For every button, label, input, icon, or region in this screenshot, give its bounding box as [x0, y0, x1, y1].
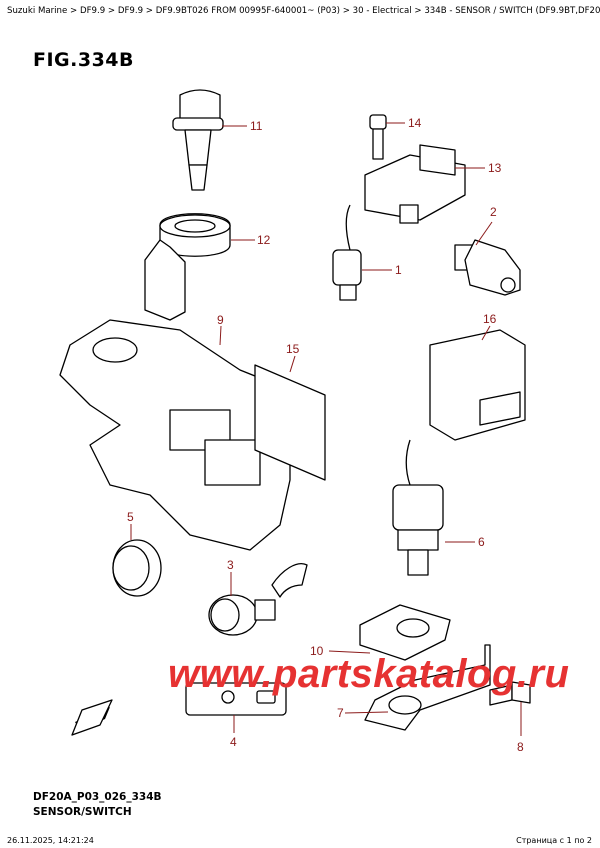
figure-title: FIG.334B — [33, 49, 135, 71]
part-14-bolt[interactable] — [369, 114, 387, 160]
print-date: 26.11.2025, 14:21:24 — [7, 836, 94, 845]
part-9-bracket[interactable] — [59, 319, 291, 551]
part-2-sensor[interactable] — [454, 239, 521, 296]
watermark: www.partskatalog.ru — [168, 652, 570, 696]
callout-12[interactable]: 12 — [257, 233, 271, 247]
callout-4[interactable]: 4 — [230, 735, 237, 749]
callout-16[interactable]: 16 — [483, 312, 497, 326]
part-7-bracket[interactable] — [364, 644, 491, 731]
part-6-switch[interactable] — [392, 439, 444, 576]
part-15-pad[interactable] — [254, 364, 326, 481]
callout-7[interactable]: 7 — [337, 706, 344, 720]
breadcrumb[interactable]: Suzuki Marine > DF9.9 > DF9.9 > DF9.9BT0… — [7, 6, 600, 16]
callout-leaders — [130, 122, 522, 736]
callout-1[interactable]: 1 — [395, 263, 402, 277]
part-3-buzzer[interactable] — [208, 563, 308, 636]
callout-15[interactable]: 15 — [286, 342, 300, 356]
callout-5[interactable]: 5 — [127, 510, 134, 524]
part-4-panel[interactable] — [185, 682, 287, 716]
part-8-bolt[interactable] — [489, 681, 531, 706]
part-13-sensor[interactable] — [364, 144, 466, 224]
figure-code: DF20A_P03_026_334B — [33, 791, 162, 803]
part-10-plate[interactable] — [359, 604, 451, 661]
callout-8[interactable]: 8 — [517, 740, 524, 754]
callout-9[interactable]: 9 — [217, 313, 224, 327]
part-16-module[interactable] — [429, 329, 526, 441]
figure-name: SENSOR/SWITCH — [33, 806, 132, 818]
callout-3[interactable]: 3 — [227, 558, 234, 572]
part-1-sensor[interactable] — [332, 204, 362, 301]
part-5-cap[interactable] — [112, 539, 162, 597]
callout-10[interactable]: 10 — [310, 644, 324, 658]
callout-13[interactable]: 13 — [488, 161, 502, 175]
print-page: Страница с 1 по 2 — [516, 836, 592, 845]
callout-2[interactable]: 2 — [490, 205, 497, 219]
callout-11[interactable]: 11 — [250, 119, 263, 133]
fwd-arrow-icon — [71, 699, 113, 736]
part-12-grommet[interactable] — [144, 213, 231, 321]
callout-14[interactable]: 14 — [408, 116, 422, 130]
part-11-connector[interactable] — [172, 89, 224, 191]
callout-6[interactable]: 6 — [478, 535, 485, 549]
